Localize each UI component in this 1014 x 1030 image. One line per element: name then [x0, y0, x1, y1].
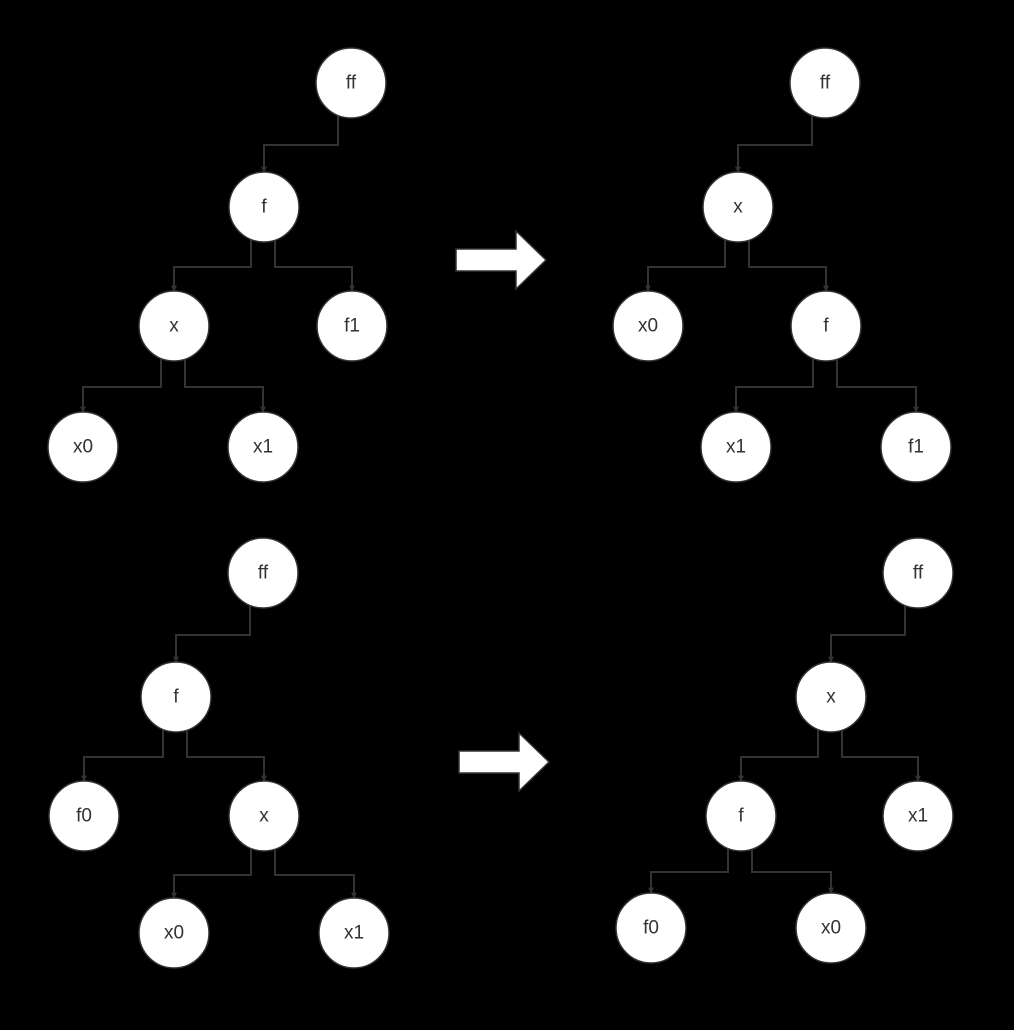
- diagram-1-before-node-x1-label: x1: [253, 437, 273, 458]
- diagram-1-after-node-x-circle: [702, 171, 774, 243]
- diagram-1-before-edge-f-to-x: [171, 238, 252, 292]
- diagram-2-before-node-x1-circle: [318, 897, 390, 969]
- diagram-1-after-node-f-label: f: [823, 316, 829, 337]
- diagram-2-after-node-x1: x1: [882, 780, 954, 852]
- diagram-1-before-node-f: f: [228, 171, 300, 243]
- diagram-1-before-node-f-label: f: [261, 197, 267, 218]
- diagram-1-after-node-x1-label: x1: [726, 437, 746, 458]
- diagram-1-after-edge-f-to-x1: [733, 357, 814, 413]
- diagram-2-after-node-f0-label: f0: [643, 918, 659, 939]
- diagram-2-before-node-x1-label: x1: [344, 923, 364, 944]
- diagram-2-before-node-ff-circle: [227, 537, 299, 609]
- diagram-1-before-node-x-label: x: [169, 316, 179, 337]
- diagram-1-before-node-ff: ff: [315, 47, 387, 119]
- diagram-1-before-edge-ff-to-f: [261, 114, 339, 173]
- diagram-2-after-node-f-label: f: [738, 806, 744, 827]
- diagram-2-before-edge-x-to-x0: [171, 847, 252, 899]
- diagram-2-after-node-x1-label: x1: [908, 806, 928, 827]
- arrow-layer: [455, 229, 551, 793]
- diagram-2-after-node-x0-circle: [795, 892, 867, 964]
- diagram-2-before-edge-ff-to-f: [173, 604, 251, 663]
- diagram-1-before-node-ff-label: ff: [346, 73, 357, 94]
- diagram-2-after-edge-ff-to-x: [828, 604, 906, 663]
- diagram-1-before-node-x1: x1: [227, 411, 299, 483]
- diagram-1-before-node-x: x: [138, 290, 210, 362]
- diagram-2-after-node-ff: ff: [882, 537, 954, 609]
- edge-layer: [80, 114, 921, 899]
- diagram-2-after-node-ff-circle: [882, 537, 954, 609]
- diagram-2-after-edge-x-to-f: [738, 728, 819, 782]
- diagram-2-before-node-x-label: x: [259, 806, 269, 827]
- diagram-2-before-node-x0: x0: [138, 897, 210, 969]
- diagram-1-after-node-x-label: x: [733, 197, 743, 218]
- diagram-1-after-node-x1: x1: [700, 411, 772, 483]
- diagram-2-after-node-x-circle: [795, 661, 867, 733]
- diagram-1-after-edge-ff-to-x: [735, 114, 813, 173]
- diagram-2-before-node-f-label: f: [173, 687, 179, 708]
- diagram-2-after-edge-f-to-x0: [751, 847, 834, 894]
- diagram-1-before-node-ff-circle: [315, 47, 387, 119]
- diagram-2-before-node-f0-circle: [48, 780, 120, 852]
- diagram-1-after-node-x1-circle: [700, 411, 772, 483]
- diagram-1-after-node-x0-label: x0: [638, 316, 658, 337]
- diagram-1-after-node-x0: x0: [612, 290, 684, 362]
- diagram-2-after-edge-x-to-x1: [841, 728, 921, 782]
- diagram-2-before-node-f-circle: [140, 661, 212, 733]
- diagram-1-before-edge-f-to-f1: [274, 238, 355, 292]
- diagram-2-before-edge-f-to-x: [186, 728, 267, 782]
- diagram-2-before-node-f0-label: f0: [76, 806, 92, 827]
- diagram-1-after-node-f: f: [790, 290, 862, 362]
- diagram-2-before-node-f: f: [140, 661, 212, 733]
- diagram-1-after-edge-x-to-f: [748, 238, 829, 292]
- diagram-2-after-node-x0-label: x0: [821, 918, 841, 939]
- diagram-1-before-edge-x-to-x1: [184, 357, 266, 413]
- transform-arrow-2: [458, 731, 551, 793]
- diagram-1-before-node-x0-label: x0: [73, 437, 93, 458]
- diagram-2-before-edge-f-to-f0: [81, 728, 164, 782]
- diagram-1-before-node-f1: f1: [316, 290, 388, 362]
- diagram-2-after-node-x1-circle: [882, 780, 954, 852]
- diagram-1-after-edge-x-to-x0: [645, 238, 726, 292]
- diagram-1-before-node-x0: x0: [47, 411, 119, 483]
- diagram-1-after-node-f1-circle: [880, 411, 952, 483]
- diagram-2-before-node-x0-label: x0: [164, 923, 184, 944]
- diagram-1-after-node-f1: f1: [880, 411, 952, 483]
- transform-arrow-1: [455, 229, 548, 291]
- diagram-2-after-node-f: f: [705, 780, 777, 852]
- diagram-1-before-node-f-circle: [228, 171, 300, 243]
- diagram-1-after-node-x: x: [702, 171, 774, 243]
- diagram-2-before-node-f0: f0: [48, 780, 120, 852]
- diagram-1-before-node-x1-circle: [227, 411, 299, 483]
- diagram-1-before-edge-x-to-x0: [80, 357, 162, 413]
- diagram-2-after-node-f0-circle: [615, 892, 687, 964]
- diagram-2-after-edge-f-to-f0: [648, 847, 729, 894]
- diagram-2-after-node-x0: x0: [795, 892, 867, 964]
- diagram-1-after-node-ff: ff: [789, 47, 861, 119]
- diagram-2-before-node-x1: x1: [318, 897, 390, 969]
- diagram-1-after-node-f-circle: [790, 290, 862, 362]
- diagram-1-after-node-f1-label: f1: [908, 437, 924, 458]
- diagram-2-after-node-ff-label: ff: [913, 563, 924, 584]
- diagram-1-before-node-f1-circle: [316, 290, 388, 362]
- diagram-1-after-node-x0-circle: [612, 290, 684, 362]
- diagram-2-after-node-f-circle: [705, 780, 777, 852]
- diagram-2-before-edge-x-to-x1: [274, 847, 357, 899]
- diagram-2-before-node-x0-circle: [138, 897, 210, 969]
- diagram-1-before-node-f1-label: f1: [344, 316, 360, 337]
- diagram-1-after-edge-f-to-f1: [836, 357, 919, 413]
- diagram-1-after-node-ff-label: ff: [820, 73, 831, 94]
- diagram-2-before-node-ff: ff: [227, 537, 299, 609]
- diagram-1-before-node-x0-circle: [47, 411, 119, 483]
- diagram-2-before-node-x: x: [228, 780, 300, 852]
- diagram-2-after-node-f0: f0: [615, 892, 687, 964]
- diagram-1-before-node-x-circle: [138, 290, 210, 362]
- diagram-2-after-node-x-label: x: [826, 687, 836, 708]
- diagram-1-after-node-ff-circle: [789, 47, 861, 119]
- diagram-2-after-node-x: x: [795, 661, 867, 733]
- diagram-2-before-node-x-circle: [228, 780, 300, 852]
- diagram-2-before-node-ff-label: ff: [258, 563, 269, 584]
